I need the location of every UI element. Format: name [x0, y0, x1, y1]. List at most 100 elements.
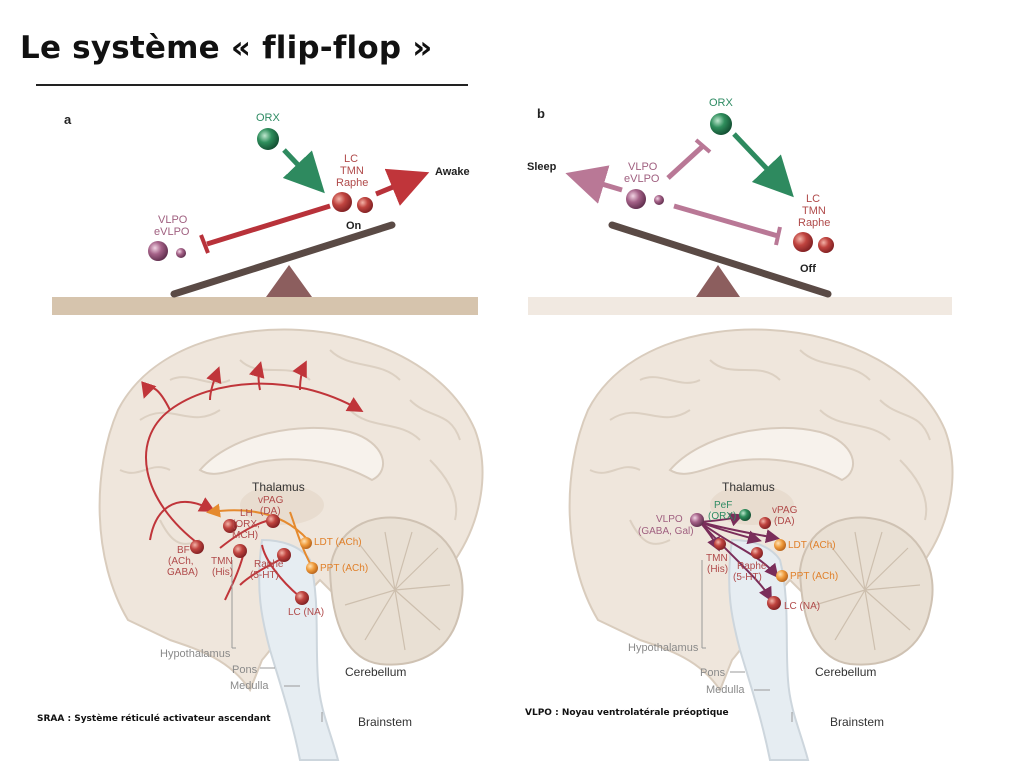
vlpo-nucleus-large-b — [626, 189, 646, 209]
brainstem-label-a: Brainstem — [358, 715, 413, 729]
orx-arrow-a — [282, 148, 325, 194]
lc-tmn-raphe-nucleus-small-b — [818, 237, 834, 253]
cerebellum-label-b: Cerebellum — [815, 665, 877, 679]
inhibition-bar-orx-b — [694, 138, 712, 154]
ldt-label-a: LDT (ACh) — [314, 537, 362, 548]
leader-lines-b — [701, 560, 793, 722]
vlpo-nucleus-small-b — [654, 195, 664, 205]
medulla-label-b: Medulla — [706, 684, 745, 696]
bf-sub2-label-a: GABA) — [167, 567, 199, 578]
ppt-label-a: PPT (ACh) — [320, 563, 369, 574]
inhibition-line-orx-b — [666, 144, 705, 180]
lc-tmn-raphe-nucleus-small-a — [357, 197, 373, 213]
inhibition-bar-a — [199, 234, 210, 254]
lc-label-b: LC — [806, 193, 821, 205]
sleep-arrow — [565, 165, 623, 204]
lc-label-brain-b: LC (NA) — [784, 601, 821, 612]
inhibition-line-a — [206, 203, 331, 247]
cerebellum-folia-b — [814, 531, 921, 651]
projections-red-a — [141, 360, 364, 601]
vpag-sub-label-a: (DA) — [260, 506, 281, 517]
raphe-label-b: Raphe — [798, 217, 831, 229]
title-underline — [36, 84, 468, 86]
tmn-sub-label-brain-a: (His) — [212, 567, 234, 578]
vpag-label-a: vPAG — [258, 495, 284, 506]
vpag-sub-label-b: (DA) — [774, 516, 795, 527]
sleep-label: Sleep — [527, 161, 557, 173]
hypothalamus-label-a: Hypothalamus — [160, 648, 231, 660]
nucleus-ppt-b — [776, 570, 788, 582]
cerebellum-label-a: Cerebellum — [345, 665, 407, 679]
ppt-label-b: PPT (ACh) — [790, 571, 839, 582]
brain-b — [568, 328, 954, 761]
gyri-b — [589, 349, 931, 545]
lh-sub2-label-a: MCH) — [232, 530, 259, 541]
nucleus-tmn-b — [714, 538, 726, 550]
vlpo-nucleus-large-a — [148, 241, 168, 261]
vlpo-label-brain-b: VLPO — [656, 514, 683, 525]
orx-nucleus-a — [257, 128, 279, 150]
off-label: Off — [800, 263, 816, 275]
leader-lines-a — [231, 560, 323, 722]
bf-label-a: BF — [177, 545, 190, 556]
pons-label-a: Pons — [232, 664, 258, 676]
nucleus-pef-b — [739, 509, 751, 521]
vlpo-nucleus-small-a — [176, 248, 186, 258]
medulla-label-a: Medulla — [230, 680, 269, 692]
brainstem-label-b: Brainstem — [830, 715, 885, 729]
fulcrum-a — [266, 265, 312, 297]
raphe-label-brain-a: Raphe — [254, 559, 284, 570]
evlpo-label-a: eVLPO — [154, 226, 190, 238]
bf-sub1-label-a: (ACh, — [168, 556, 194, 567]
nucleus-lc-b — [767, 596, 781, 610]
hypothalamus-label-b: Hypothalamus — [628, 642, 699, 654]
corpus-callosum-a — [198, 426, 384, 482]
lc-label-brain-a: LC (NA) — [288, 607, 325, 618]
nucleus-vpag-b — [759, 517, 771, 529]
gyri-a — [119, 349, 461, 545]
brain-a — [98, 328, 484, 761]
lc-label-a: LC — [344, 153, 359, 165]
pons-label-b: Pons — [700, 667, 726, 679]
seesaw-beam-a — [170, 221, 396, 298]
nucleus-vpag-a — [266, 514, 280, 528]
awake-arrow — [375, 168, 430, 206]
footnote-vlpo: VLPO : Noyau ventrolatérale préoptique — [525, 708, 729, 718]
nucleus-lh-a — [223, 519, 237, 533]
nucleus-raphe-b — [751, 547, 763, 559]
nucleus-tmn-a — [233, 544, 247, 558]
pef-sub-label-b: (ORX) — [708, 511, 737, 522]
cerebellum-folia-a — [344, 531, 451, 651]
footnote-sraa: SRAA : Système réticulé activateur ascen… — [37, 714, 271, 724]
evlpo-label-b: eVLPO — [624, 173, 660, 185]
ground-bar-a — [52, 297, 478, 315]
seesaw-beam-b — [608, 221, 832, 298]
lh-label-a: LH — [240, 508, 253, 519]
thalamus-region-a — [240, 485, 324, 525]
vpag-label-b: vPAG — [772, 505, 798, 516]
brainstem-b — [728, 538, 810, 761]
thalamus-label-a: Thalamus — [252, 480, 305, 494]
nucleus-ldt-a — [300, 537, 312, 549]
inhibition-line-lc-b — [673, 203, 779, 239]
orx-arrow-b — [732, 132, 794, 198]
orx-label-b: ORX — [709, 97, 733, 109]
nucleus-lc-a — [295, 591, 309, 605]
thalamus-label-b: Thalamus — [722, 480, 775, 494]
corpus-callosum-b — [668, 426, 854, 482]
raphe-label-a: Raphe — [336, 177, 369, 189]
seesaw-b — [565, 113, 834, 298]
tmn-label-a: TMN — [340, 165, 364, 177]
nucleus-raphe-a — [277, 548, 291, 562]
panel-letter-a: a — [64, 112, 72, 127]
orx-nucleus-b — [710, 113, 732, 135]
ldt-label-b: LDT (ACh) — [788, 540, 836, 551]
raphe-sub-label-brain-b: (5-HT) — [733, 572, 762, 583]
vlpo-sub-label-brain-b: (GABA, Gal) — [638, 526, 694, 537]
ground-bar-b — [528, 297, 952, 315]
tmn-label-b: TMN — [802, 205, 826, 217]
awake-label: Awake — [435, 166, 470, 178]
nucleus-ppt-a — [306, 562, 318, 574]
seesaw-a — [148, 128, 430, 298]
